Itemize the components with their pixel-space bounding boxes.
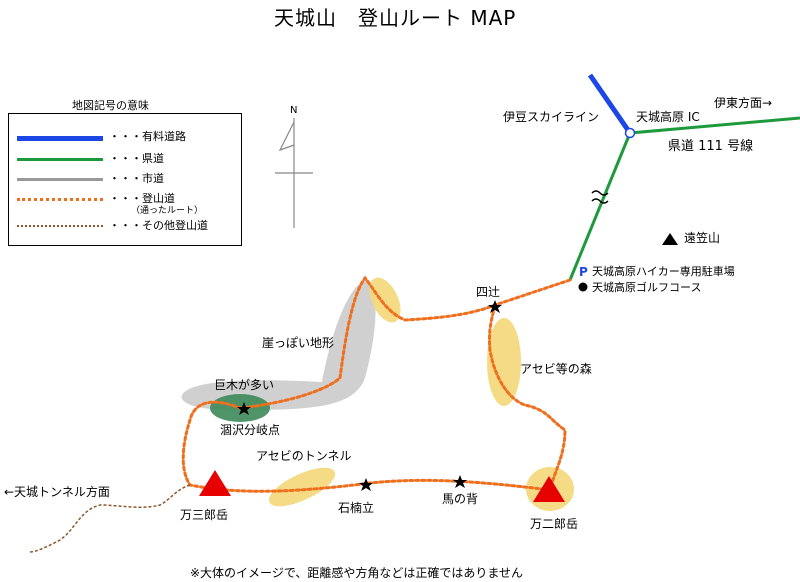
disclaimer: ※大体のイメージで、距離感や方角などは正確ではありません: [190, 566, 523, 580]
label-asebi-tunnel: アセビのトンネル: [256, 449, 352, 463]
legend-label-toll-road: ・・・有料道路: [109, 130, 186, 143]
north-compass: [275, 118, 313, 228]
ishikusudate-star-icon: [359, 478, 373, 491]
legend-label-city-road: ・・・市道: [109, 172, 164, 185]
label-ito: 伊東方面→: [714, 96, 773, 110]
legend-label-prefectural-road: ・・・県道: [109, 152, 164, 165]
label-route-111: 県道 111 号線: [668, 139, 754, 154]
compass-label: N: [290, 105, 298, 116]
banjiro-summit-icon: [533, 476, 565, 502]
legend-swatch-city-road: [17, 178, 103, 181]
legend: ・・・有料道路 ・・・県道 ・・・市道 ・・・登山道 （通ったルート） ・・・そ…: [8, 113, 242, 246]
yotsuji-star-icon: [488, 300, 502, 313]
label-banjiro: 万二郎岳: [530, 517, 579, 531]
legend-swatch-toll-road: [17, 136, 103, 141]
highlight-asebi-tunnel: [268, 467, 336, 507]
legend-label-trail: ・・・登山道: [109, 192, 175, 205]
prefectural-road-to-parking: [568, 132, 632, 281]
ic-junction-marker: [624, 127, 636, 139]
legend-swatch-other-trail: [17, 225, 103, 227]
label-yotsuji: 四辻: [476, 285, 501, 299]
label-gake: 崖っぽい地形: [262, 336, 335, 350]
highlight-asebi-forest: [487, 318, 521, 406]
legend-note-trail: （通ったルート）: [131, 206, 204, 216]
umanose-star-icon: [453, 475, 467, 488]
label-tunnel-direction: ←天城トンネル方面: [4, 485, 110, 499]
label-ishikusudate: 石楠立: [338, 501, 375, 515]
label-umanose: 馬の背: [442, 492, 479, 506]
label-hisago: 涸沢分岐点: [220, 423, 281, 437]
golf-course-icon: [578, 282, 588, 292]
other-trail-to-tunnel: [29, 484, 191, 553]
label-kyoboku: 巨木が多い: [214, 378, 275, 392]
label-parking-mark: P: [579, 265, 588, 279]
label-amagi-ic: 天城高原 IC: [636, 110, 700, 124]
label-golf: 天城高原ゴルフコース: [592, 281, 702, 294]
label-parking: 天城高原ハイカー専用駐車場: [592, 265, 735, 278]
togasayama-peak-icon: [662, 233, 678, 245]
page-title: 天城山 登山ルート MAP: [274, 6, 517, 30]
label-banzaburo: 万三郎岳: [180, 508, 229, 522]
legend-label-other-trail: ・・・その他登山道: [109, 219, 208, 232]
legend-swatch-prefectural-road: [17, 158, 103, 161]
hisago-star-icon: [237, 402, 251, 415]
prefectural-road-111: [629, 116, 800, 135]
toll-road-izu-skyline: [587, 73, 633, 135]
cliff-terrain-area: [181, 280, 376, 411]
road-break-mark: [591, 190, 609, 204]
banzaburo-summit-icon: [199, 470, 231, 496]
label-togasayama: 遠笠山: [684, 231, 721, 245]
legend-caption: 地図記号の意味: [72, 99, 149, 112]
legend-swatch-trail: [17, 198, 103, 201]
hiking-route: [181, 275, 572, 493]
label-asebi-forest: アセビ等の森: [520, 362, 592, 376]
label-izu-skyline: 伊豆スカイライン: [503, 110, 600, 124]
